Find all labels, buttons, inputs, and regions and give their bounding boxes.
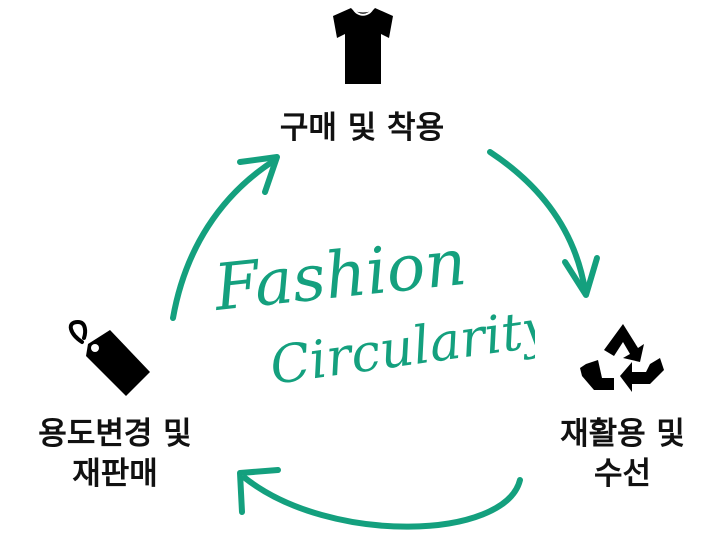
arrow-top-to-right-head	[562, 255, 600, 298]
node-label-purchase-wear-line1: 구매 및 착용	[279, 110, 445, 146]
node-label-recycle-repair-line2: 수선	[593, 456, 652, 493]
node-label-recycle-repair-line1: 재활용 및	[560, 416, 685, 452]
node-label-repurpose-resale: 용도변경 및 재판매	[10, 414, 220, 495]
tshirt-icon	[333, 7, 393, 84]
arrow-left-to-top-head	[237, 154, 280, 195]
center-title: Fashion Circularity	[210, 232, 535, 397]
node-label-repurpose-resale-line1: 용도변경 및	[38, 416, 192, 452]
arrow-right-to-left	[242, 475, 523, 530]
price-tag-icon	[68, 320, 150, 396]
node-label-recycle-repair: 재활용 및 수선	[530, 414, 715, 495]
node-label-purchase-wear: 구매 및 착용	[262, 108, 462, 148]
node-label-repurpose-resale-line2: 재판매	[72, 456, 158, 493]
arrow-left-to-top	[170, 157, 278, 321]
center-title-line1: Fashion	[210, 232, 470, 326]
arrow-right-to-left-head	[237, 467, 281, 515]
arrow-top-to-right	[487, 149, 588, 293]
recycle-icon	[580, 324, 664, 392]
